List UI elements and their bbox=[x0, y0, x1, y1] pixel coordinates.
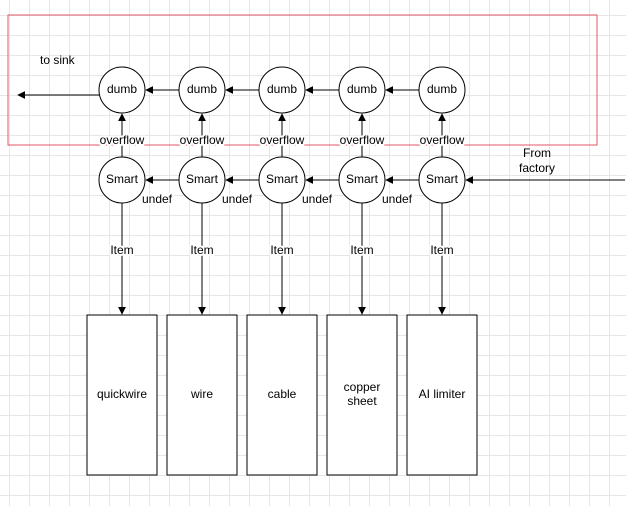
dumb-splitter-label: dumb bbox=[427, 82, 457, 96]
overflow-label: overflow bbox=[260, 133, 305, 147]
smart-splitter-label: Smart bbox=[426, 172, 459, 186]
smart-splitter bbox=[178, 156, 226, 204]
dumb-splitter bbox=[98, 66, 146, 114]
undef-label: undef bbox=[222, 192, 253, 206]
dumb-splitter-label: dumb bbox=[267, 82, 297, 96]
dumb-splitter-label: dumb bbox=[107, 82, 137, 96]
output-box bbox=[326, 314, 398, 476]
smart-splitter bbox=[338, 156, 386, 204]
smart-splitter-label: Smart bbox=[346, 172, 379, 186]
output-box-label: quickwire bbox=[97, 387, 147, 401]
dumb-splitter bbox=[178, 66, 226, 114]
overflow-group-frame bbox=[7, 14, 598, 146]
smart-splitter bbox=[258, 156, 306, 204]
output-box-label: copper bbox=[344, 380, 381, 394]
smart-splitter bbox=[418, 156, 466, 204]
item-label: Item bbox=[430, 243, 453, 257]
overflow-label: overflow bbox=[420, 133, 465, 147]
output-box bbox=[406, 314, 478, 476]
dumb-splitter-label: dumb bbox=[347, 82, 377, 96]
from-factory-label-line2: factory bbox=[519, 161, 555, 175]
undef-label: undef bbox=[382, 192, 413, 206]
overflow-label: overflow bbox=[340, 133, 385, 147]
to-sink-label: to sink bbox=[40, 53, 76, 67]
item-label: Item bbox=[350, 243, 373, 257]
item-label: Item bbox=[110, 243, 133, 257]
item-label: Item bbox=[270, 243, 293, 257]
overflow-label: overflow bbox=[100, 133, 145, 147]
dumb-splitter bbox=[338, 66, 386, 114]
output-box bbox=[166, 314, 238, 476]
from-factory-label-line1: From bbox=[523, 146, 551, 160]
smart-splitter-label: Smart bbox=[266, 172, 299, 186]
overflow-label: overflow bbox=[180, 133, 225, 147]
edge-labels: overflow overflow overflow overflow overflow… bbox=[98, 131, 467, 259]
dumb-splitter bbox=[258, 66, 306, 114]
undef-label: undef bbox=[142, 192, 173, 206]
undef-label: undef bbox=[302, 192, 333, 206]
output-box-label: AI limiter bbox=[419, 387, 466, 401]
edges bbox=[17, 86, 625, 315]
smart-splitter-label: Smart bbox=[106, 172, 139, 186]
dumb-splitter-label: dumb bbox=[187, 82, 217, 96]
smart-splitter bbox=[98, 156, 146, 204]
dumb-splitter bbox=[418, 66, 466, 114]
output-box bbox=[86, 314, 158, 476]
output-box-label: wire bbox=[190, 387, 213, 401]
output-box-label: cable bbox=[268, 387, 297, 401]
item-label: Item bbox=[190, 243, 213, 257]
output-box bbox=[246, 314, 318, 476]
output-box-label: sheet bbox=[347, 394, 377, 408]
smart-splitter-label: Smart bbox=[186, 172, 219, 186]
